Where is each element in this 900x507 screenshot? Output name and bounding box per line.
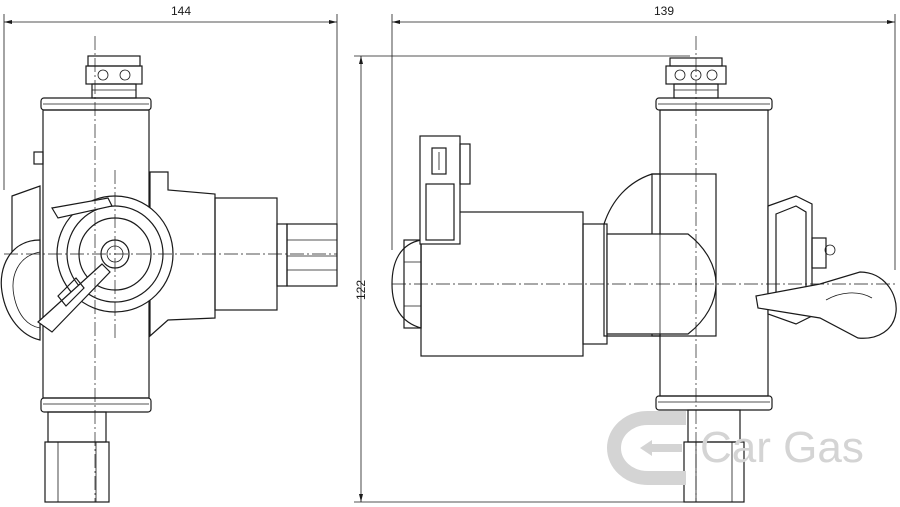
dimension-width-right: 139 xyxy=(391,4,896,270)
left-side-tab xyxy=(33,151,44,165)
left-top-nut xyxy=(85,55,143,99)
watermark: Car Gas xyxy=(606,411,864,485)
left-view xyxy=(0,36,338,503)
dimension-label-height-right: 122 xyxy=(354,280,368,300)
left-bottom-stub xyxy=(44,411,110,503)
right-view xyxy=(391,36,897,503)
dimension-width-left: 144 xyxy=(3,4,338,240)
left-valve-dial xyxy=(0,185,174,341)
cargas-logo-icon xyxy=(606,411,686,485)
dimension-label-width-left: 144 xyxy=(171,4,191,18)
watermark-brand-text: Car Gas xyxy=(700,423,864,472)
dimension-height-right: 122 xyxy=(354,55,690,503)
right-lever xyxy=(755,195,897,339)
right-connector xyxy=(419,135,471,245)
dimension-label-width-right: 139 xyxy=(654,4,674,18)
